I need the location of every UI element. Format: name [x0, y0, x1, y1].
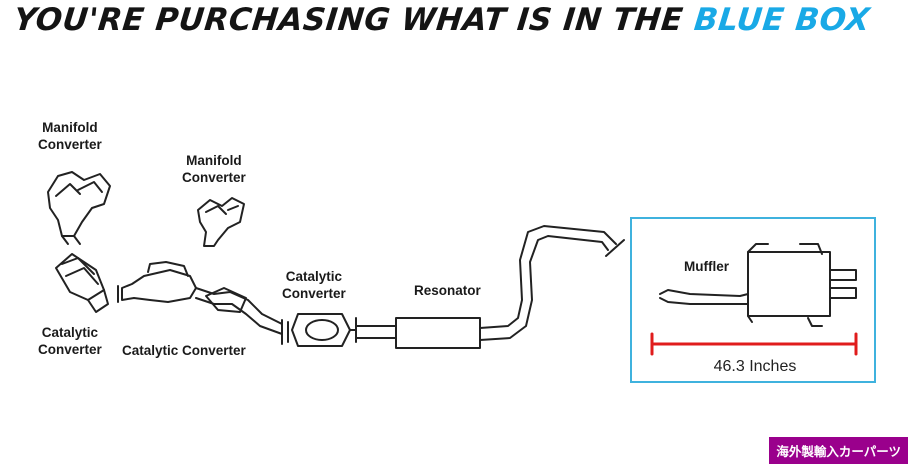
label-catalytic-converter-right: Catalytic Converter	[282, 268, 346, 302]
label-line: Converter	[282, 286, 346, 301]
label-line: Catalytic	[41, 325, 99, 340]
label-line: Manifold	[186, 153, 242, 168]
label-line: Manifold	[42, 120, 98, 135]
catalytic-converter-right-shape	[281, 313, 357, 347]
label-manifold-converter-2: Manifold Converter	[182, 152, 246, 186]
label-line: Converter	[38, 137, 102, 152]
label-catalytic-converter-mid: Catalytic Converter	[122, 343, 246, 358]
manifold-converter-2-shape	[197, 197, 245, 247]
label-line: Converter	[182, 170, 246, 185]
label-line: Catalytic	[285, 269, 343, 284]
front-pipe-shape	[117, 261, 283, 335]
label-line: Converter	[38, 342, 102, 357]
label-manifold-converter-1: Manifold Converter	[38, 119, 102, 153]
manifold-converter-1-shape	[47, 171, 111, 245]
import-parts-badge: 海外製輸入カーパーツ	[769, 437, 908, 464]
muffler-shape	[659, 243, 857, 327]
dimension-line	[650, 332, 858, 356]
label-resonator: Resonator	[414, 283, 481, 298]
catalytic-converter-left-shape	[55, 253, 109, 313]
resonator-shape	[355, 225, 625, 349]
blue-box-highlight	[630, 217, 876, 383]
label-catalytic-converter-left: Catalytic Converter	[38, 324, 102, 358]
dimension-text: 46.3 Inches	[713, 358, 797, 375]
label-muffler: Muffler	[684, 259, 729, 274]
